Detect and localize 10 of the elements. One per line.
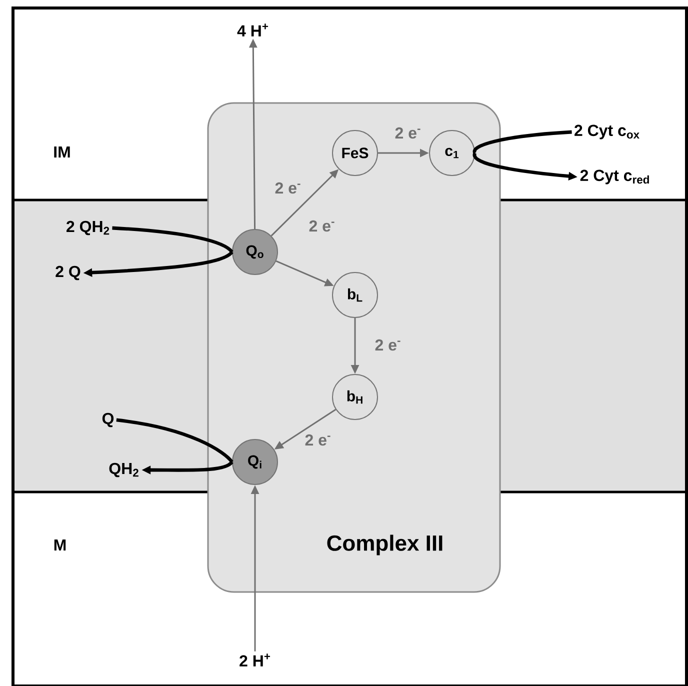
species-label: 2 QH$_{2}$ (66, 220, 110, 236)
species-label: QH$_{2}$ (109, 462, 138, 478)
region-label: M (54, 540, 66, 550)
species-label: 4 H$^{+}$ (237, 24, 268, 36)
region-label: IM (54, 146, 70, 158)
species-label: Q (102, 412, 114, 428)
species-label: 2 Cyt c$_{ox}$ (574, 124, 640, 140)
species-label: 2 Q (56, 266, 80, 280)
species-label: 2 Cyt c$_{red}$ (580, 170, 649, 184)
species-label: 2 H$^{+}$ (240, 654, 270, 666)
